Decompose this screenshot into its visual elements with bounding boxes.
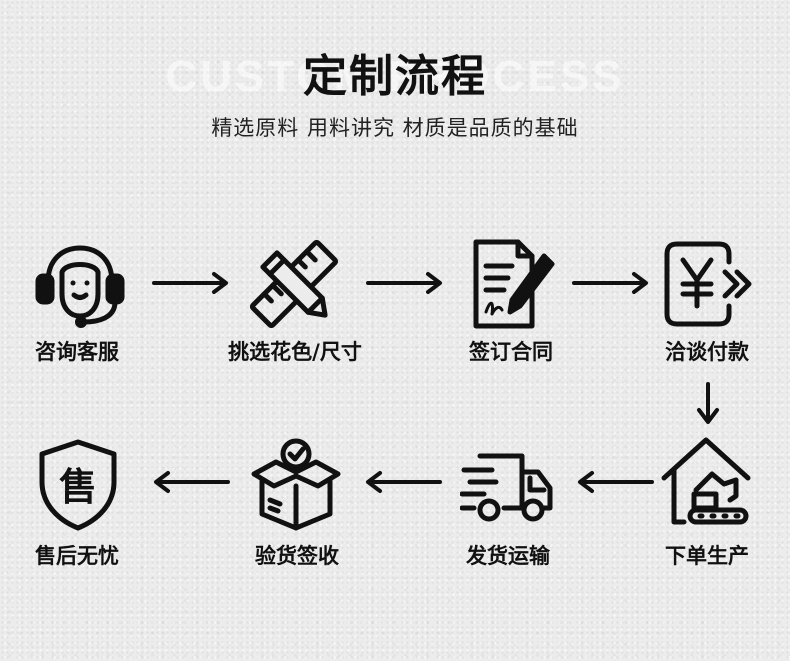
step-label-consult: 咨询客服 bbox=[35, 340, 119, 364]
page-subtitle: 精选原料 用料讲究 材质是品质的基础 bbox=[211, 116, 579, 140]
step-label-shipping: 发货运输 bbox=[466, 544, 550, 568]
step-label-production: 下单生产 bbox=[665, 544, 749, 568]
factory-excavator-icon bbox=[660, 434, 756, 530]
arrow-left-icon bbox=[152, 470, 230, 494]
step-label-inspect: 验货签收 bbox=[255, 544, 339, 568]
step-label-payment: 洽谈付款 bbox=[665, 340, 749, 364]
background-watermark: CUSTOM PROCESS bbox=[165, 52, 625, 101]
step-label-contract: 签订合同 bbox=[469, 340, 553, 364]
arrow-left-icon bbox=[364, 470, 442, 494]
arrow-down-icon bbox=[696, 382, 720, 426]
shield-icon: 售 bbox=[30, 436, 126, 532]
page-title: 定制流程 bbox=[303, 51, 487, 102]
checked-box-icon bbox=[248, 436, 344, 532]
yen-payment-icon bbox=[659, 236, 755, 332]
step-label-aftersales: 售后无忧 bbox=[35, 544, 119, 568]
delivery-truck-icon bbox=[460, 436, 556, 532]
step-label-select: 挑选花色/尺寸 bbox=[228, 340, 362, 364]
ruler-pencil-icon bbox=[246, 236, 342, 332]
arrow-left-icon bbox=[576, 470, 654, 494]
arrow-right-icon bbox=[572, 271, 650, 295]
arrow-right-icon bbox=[366, 271, 444, 295]
shield-char: 售 bbox=[59, 465, 97, 509]
headset-icon bbox=[32, 238, 128, 334]
contract-sign-icon bbox=[462, 236, 558, 332]
arrow-right-icon bbox=[152, 271, 230, 295]
